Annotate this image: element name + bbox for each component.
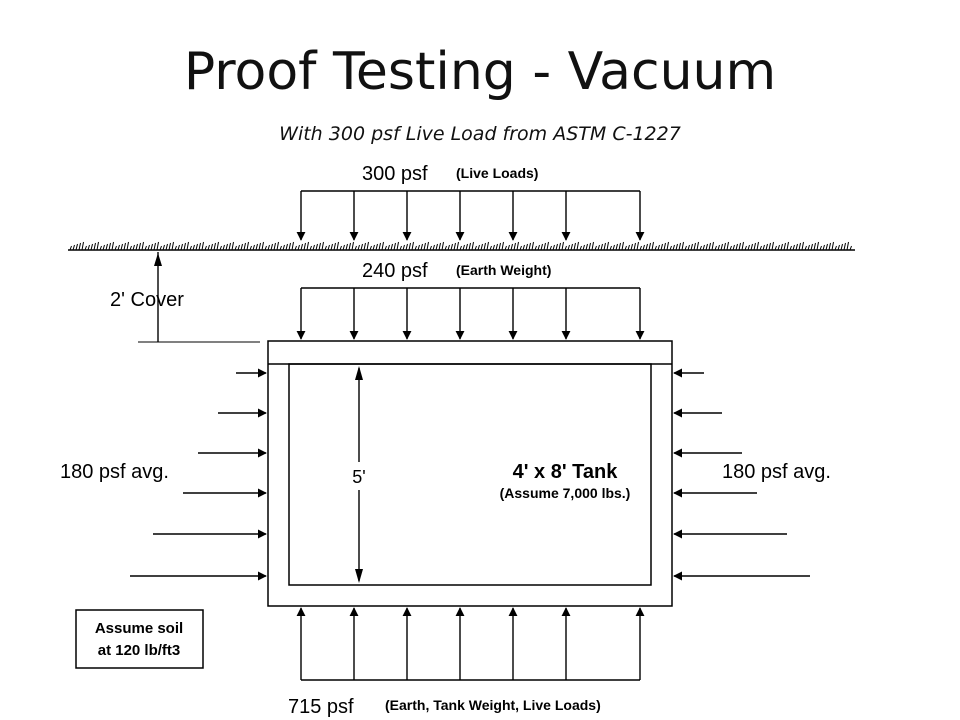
lateral-pressure-arrows <box>130 368 810 581</box>
cover-label: 2' Cover <box>110 289 184 311</box>
bottom-load-note: (Earth, Tank Weight, Live Loads) <box>385 697 601 713</box>
bottom-pressure-arrows <box>296 607 645 681</box>
earth-weight-value: 240 psf <box>362 260 428 282</box>
height-dim-label: 5' <box>352 467 365 487</box>
grass-texture <box>69 241 852 251</box>
lateral-left-label: 180 psf avg. <box>60 461 169 483</box>
tank-weight-note: (Assume 7,000 lbs.) <box>500 485 631 501</box>
ground-surface <box>68 241 855 251</box>
lateral-right-label: 180 psf avg. <box>722 461 831 483</box>
tank-outer-wall <box>267 340 673 607</box>
cover-dimension <box>138 252 260 343</box>
live-load-arrows <box>296 190 645 241</box>
slide-title: Proof Testing - Vacuum <box>183 42 777 102</box>
slide-subtitle: With 300 psf Live Load from ASTM C-1227 <box>279 123 681 145</box>
live-load-value: 300 psf <box>362 163 428 185</box>
soil-note-box <box>75 609 204 669</box>
height-dimension <box>346 366 372 583</box>
bottom-load-value: 715 psf <box>288 696 354 718</box>
live-load-note: (Live Loads) <box>456 165 538 181</box>
soil-note-line1: Assume soil <box>95 620 183 637</box>
earth-weight-arrows <box>296 287 645 340</box>
soil-note-line2: at 120 lb/ft3 <box>98 642 181 659</box>
earth-weight-note: (Earth Weight) <box>456 262 551 278</box>
tank-drawing <box>267 340 673 607</box>
tank-label: 4' x 8' Tank <box>513 461 619 483</box>
tank-inner-wall <box>288 363 652 586</box>
